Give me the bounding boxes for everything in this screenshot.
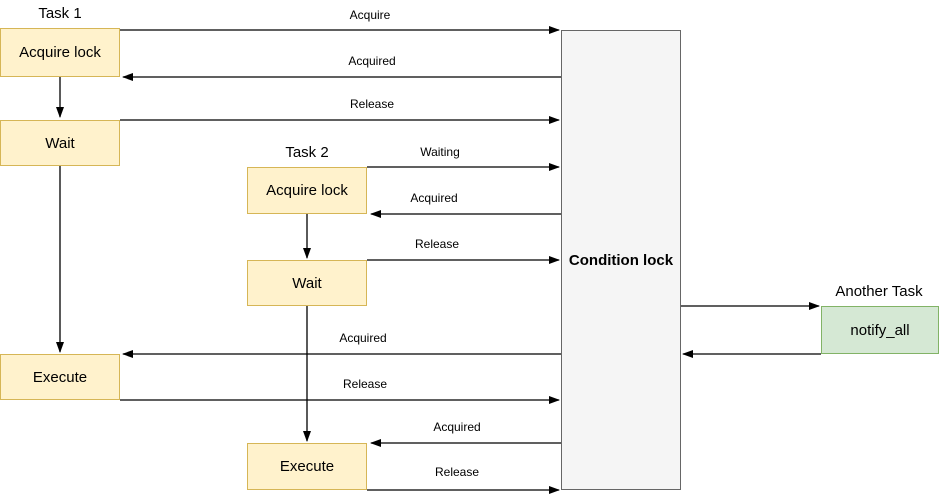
label-task1-execute-acquired: Acquired <box>339 331 387 345</box>
label-task1-execute-release: Release <box>342 377 388 391</box>
label-task1-acquire: Acquire <box>349 8 391 22</box>
label-task2-waiting: Waiting <box>420 145 460 159</box>
task1-acquire-lock-box: Acquire lock <box>0 28 120 77</box>
another-task-title: Another Task <box>835 283 923 300</box>
task2-execute-box: Execute <box>247 443 367 490</box>
label-task1-acquired: Acquired <box>348 54 396 68</box>
condition-lock-box: Condition lock <box>561 30 681 490</box>
task2-title: Task 2 <box>285 144 329 161</box>
label-task2-acquired: Acquired <box>410 191 458 205</box>
task2-acquire-lock-box: Acquire lock <box>247 167 367 214</box>
task1-title: Task 1 <box>38 5 82 22</box>
task1-wait-box: Wait <box>0 120 120 166</box>
label-task2-execute-acquired: Acquired <box>433 420 481 434</box>
notify-all-box: notify_all <box>821 306 939 354</box>
label-task2-execute-release: Release <box>434 465 480 479</box>
label-task2-release: Release <box>414 237 460 251</box>
label-task1-release: Release <box>349 97 395 111</box>
task2-wait-box: Wait <box>247 260 367 306</box>
task1-execute-box: Execute <box>0 354 120 400</box>
